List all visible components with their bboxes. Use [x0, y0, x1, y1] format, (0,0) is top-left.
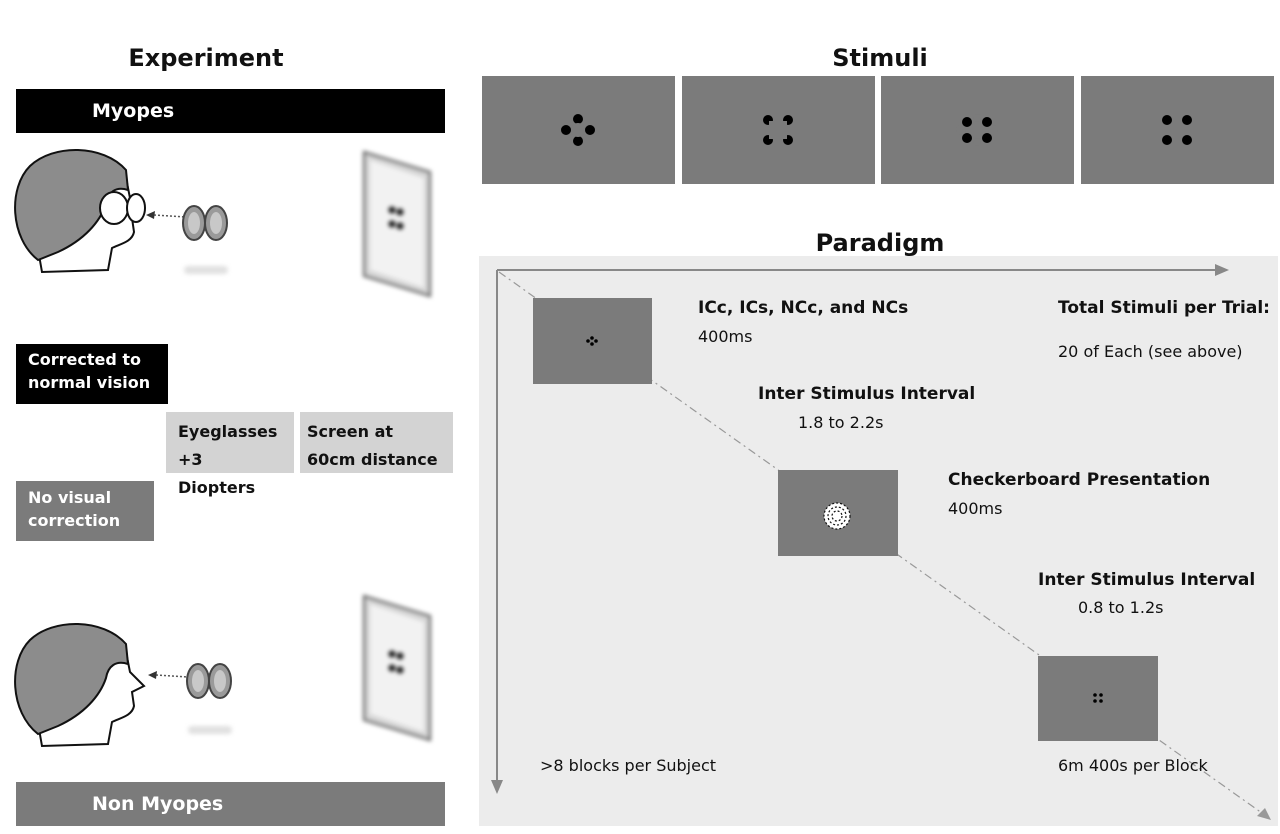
eyeglasses-icon [99, 191, 146, 225]
checkerboard-time: 400ms [948, 499, 1003, 518]
checkerboard-frame [778, 470, 898, 556]
total-stimuli-title: Total Stimuli per Trial: [1058, 298, 1270, 318]
lens-reflection-bottom [188, 726, 232, 734]
paradigm-stimulus-frame [533, 298, 652, 384]
small-stimulus-icon [586, 336, 598, 346]
screen-line-1: Screen at [307, 422, 394, 441]
paradigm-end-frame [1038, 656, 1158, 741]
non-myope-head-figure [14, 623, 146, 748]
step1-title: ICc, ICs, NCc, and NCs [698, 298, 909, 318]
non-contour-square-icon [1161, 115, 1193, 145]
checkerboard-icon [823, 502, 851, 530]
isi1-time: 1.8 to 2.2s [798, 413, 884, 432]
lens-reflection-top [184, 266, 228, 274]
myopes-bar: Myopes [16, 89, 445, 133]
corrected-line-2: normal vision [28, 373, 151, 392]
stimulus-icc [482, 76, 675, 184]
eyeglasses-line-1: Eyeglasses [178, 422, 278, 441]
no-correction-label: No visual correction [16, 481, 154, 541]
isi2-time: 0.8 to 1.2s [1078, 598, 1164, 617]
total-stimuli-value: 20 of Each (see above) [1058, 342, 1243, 361]
stimulus-ics [682, 76, 875, 184]
non-myopes-bar: Non Myopes [16, 782, 445, 826]
myope-head-figure [14, 149, 146, 274]
gaze-arrow-bottom [148, 671, 188, 679]
illusory-contour-square-icon [763, 115, 793, 145]
non-contour-circle-icon [956, 114, 998, 146]
non-myopes-label: Non Myopes [92, 793, 224, 815]
checkerboard-title: Checkerboard Presentation [948, 470, 1211, 490]
stimulus-ncs [1081, 76, 1274, 184]
blocks-per-subject: >8 blocks per Subject [540, 756, 717, 775]
stimulus-ncc [881, 76, 1074, 184]
hair-cap-icon [14, 623, 130, 736]
lens-icon-bottom [186, 663, 232, 699]
time-per-block: 6m 400s per Block [1058, 756, 1208, 775]
gaze-arrow-top [146, 211, 186, 219]
lens-icon-top [182, 205, 228, 241]
paradigm-title: Paradigm [815, 229, 945, 257]
experiment-title: Experiment [128, 44, 284, 72]
screen-panel-bottom [363, 594, 431, 742]
eyeglasses-label: Eyeglasses +3 Diopters [166, 412, 294, 497]
small-square-stimulus-icon [1093, 693, 1103, 703]
illusory-contour-circle-icon [561, 114, 595, 146]
hair-cap-icon [14, 149, 130, 262]
no-correction-line-2: correction [28, 511, 121, 530]
screen-panel-top [363, 150, 431, 298]
screen-line-2: 60cm distance [307, 450, 438, 469]
no-correction-line-1: No visual [28, 488, 112, 507]
myopes-label: Myopes [92, 100, 175, 122]
step1-time: 400ms [698, 327, 753, 346]
stimuli-title: Stimuli [832, 44, 928, 72]
isi2-title: Inter Stimulus Interval [1038, 570, 1256, 590]
eyeglasses-line-2: +3 Diopters [178, 450, 256, 497]
corrected-line-1: Corrected to [28, 350, 142, 369]
isi1-title: Inter Stimulus Interval [758, 384, 976, 404]
screen-distance-label: Screen at 60cm distance [300, 412, 453, 473]
corrected-vision-label: Corrected to normal vision [16, 344, 168, 404]
